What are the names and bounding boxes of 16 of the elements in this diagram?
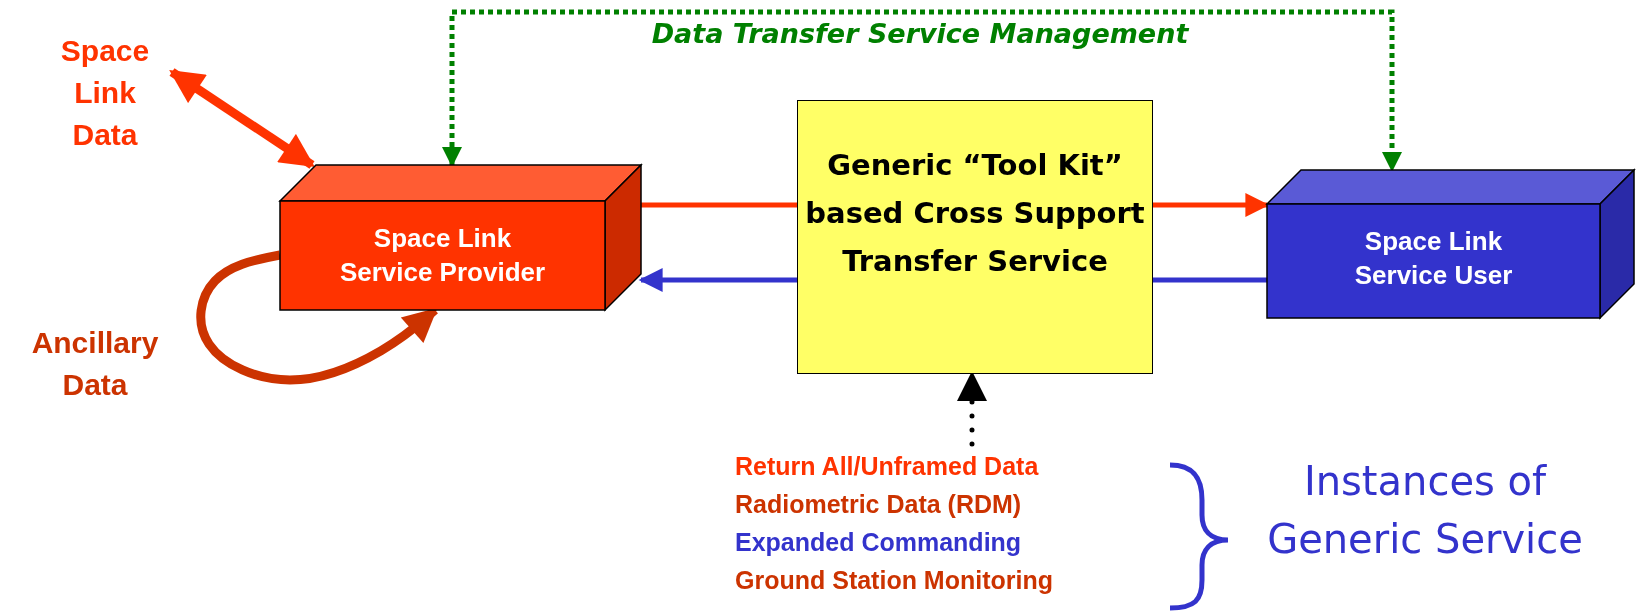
list-item: Radiometric Data (RDM) — [735, 489, 1022, 520]
box-label: Generic “Tool Kit” based Cross Support Transfer Service — [804, 147, 1146, 280]
service-box — [797, 100, 1153, 374]
edge-label: Data Transfer Service Management — [650, 18, 1190, 49]
list-item: Return All/Unframed Data — [735, 451, 1039, 482]
annotation: Instances of Generic Service — [1266, 457, 1584, 564]
box-label: Space Link Service User — [1353, 225, 1514, 292]
list-item: Ground Station Monitoring — [735, 565, 1053, 596]
text-label: Space Link Data — [59, 33, 151, 153]
list-item: Expanded Commanding — [735, 527, 1022, 558]
text-label: Ancillary Data — [30, 325, 160, 403]
arrow — [638, 268, 797, 292]
box-label: Space Link Service Provider — [338, 222, 547, 289]
management-arrow — [442, 9, 1402, 172]
arrow — [169, 68, 315, 169]
arrow — [196, 250, 438, 385]
